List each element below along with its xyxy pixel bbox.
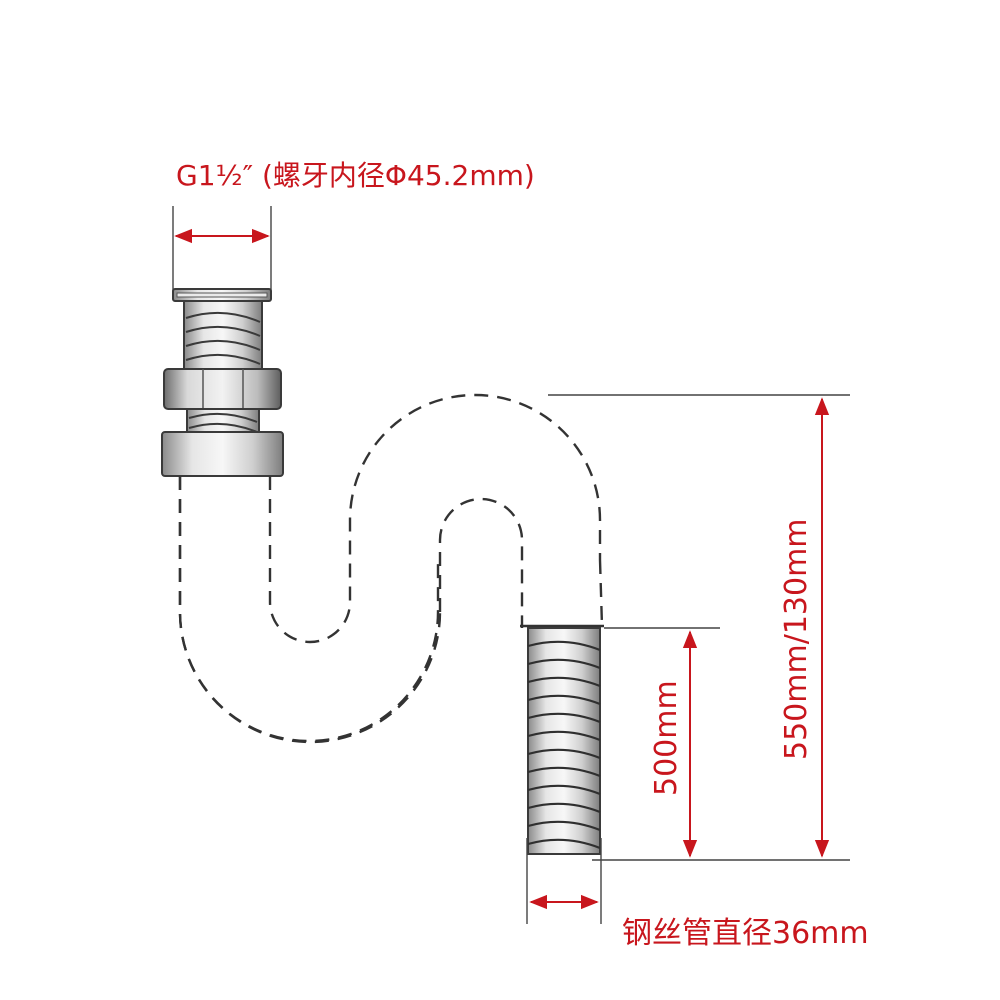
hose-diameter-label: 钢丝管直径36mm <box>622 916 869 951</box>
trap-left-outer <box>178 476 442 744</box>
trap-left-inner <box>268 393 602 644</box>
flange-rim <box>176 292 268 298</box>
hose-body <box>527 627 601 855</box>
total-length-label: 550mm/130mm <box>779 518 814 760</box>
thread-spec-label: G1½″ (螺牙内径Φ45.2mm) <box>176 159 535 192</box>
pipe-collar <box>161 431 284 477</box>
trap-outer-contour <box>178 476 440 743</box>
hose-length-label: 500mm <box>649 680 684 796</box>
s-trap-body <box>178 393 604 744</box>
trap-right-outer <box>438 497 524 628</box>
steel-hose <box>527 627 601 855</box>
total-length-dimension: 550mm/130mm <box>548 394 850 861</box>
hose-length-dimension: 500mm <box>604 627 720 858</box>
hose-diameter-dimension: 钢丝管直径36mm <box>526 838 869 951</box>
hex-nut <box>163 368 282 410</box>
tail-threads <box>185 311 261 365</box>
thread-dimension: G1½″ (螺牙内径Φ45.2mm) <box>172 159 535 292</box>
hose-corrugations <box>527 640 601 850</box>
top-fitting <box>161 288 284 477</box>
threaded-tail <box>183 300 263 370</box>
trap-right-edge <box>598 559 604 627</box>
